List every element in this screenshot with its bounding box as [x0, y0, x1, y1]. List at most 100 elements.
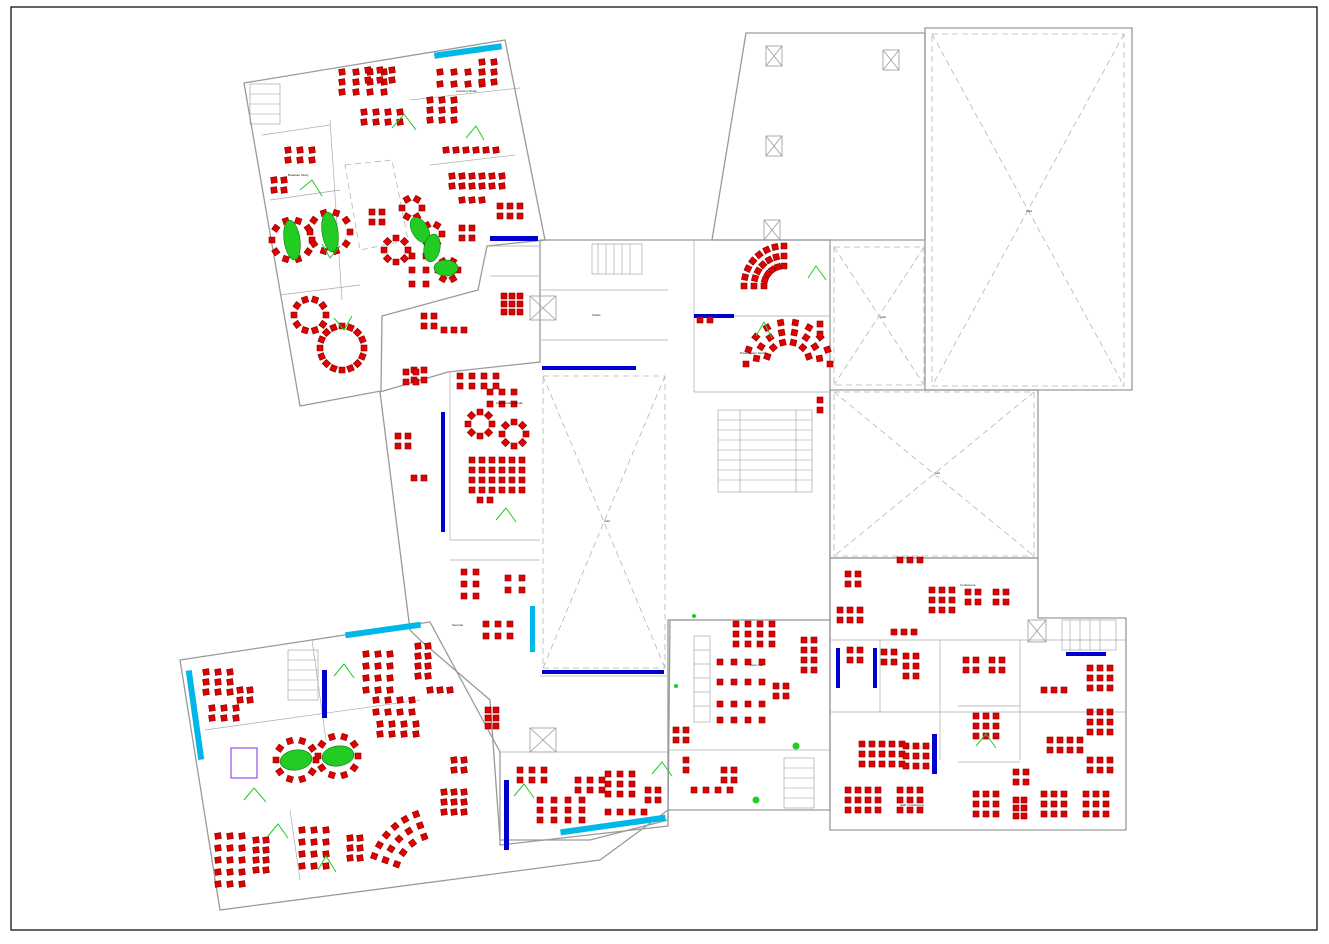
chair [476, 408, 484, 416]
table [283, 219, 301, 261]
chair [743, 264, 753, 274]
chair [782, 682, 790, 690]
shaft-2 [882, 49, 900, 71]
chair [275, 767, 285, 777]
chair [300, 326, 310, 335]
chair [846, 646, 854, 654]
chair [271, 223, 281, 233]
chair [374, 840, 384, 850]
sightline-markers [243, 113, 997, 873]
chair [411, 809, 421, 819]
chair [716, 658, 724, 666]
chair [744, 700, 752, 708]
chair [506, 212, 514, 220]
chair [714, 786, 722, 794]
chair [753, 266, 763, 276]
chair [478, 196, 486, 204]
chair [1096, 708, 1104, 716]
chair [988, 666, 996, 674]
chair [252, 836, 260, 844]
chair [378, 218, 386, 226]
chair [270, 176, 278, 184]
chair [410, 474, 418, 482]
chair [352, 68, 360, 76]
chair [412, 378, 420, 386]
shaft-3 [765, 135, 783, 157]
chair [550, 806, 558, 814]
chair [846, 606, 854, 614]
chair [890, 648, 898, 656]
chair [482, 146, 490, 154]
chair [756, 630, 764, 638]
chair [386, 662, 394, 670]
chair [500, 292, 508, 300]
chair [682, 756, 690, 764]
chair [816, 396, 824, 404]
chair [798, 342, 808, 353]
chair [616, 780, 624, 788]
chair [540, 766, 548, 774]
chair [902, 652, 910, 660]
chair [214, 856, 222, 864]
chair [270, 186, 278, 194]
strip-10 [322, 670, 327, 718]
chair [1106, 766, 1114, 774]
chair [720, 776, 728, 784]
chair [902, 662, 910, 670]
chair [744, 620, 752, 628]
chair [480, 372, 488, 380]
chair [864, 796, 872, 804]
roof-northeast-outline [924, 27, 1133, 391]
chair [578, 796, 586, 804]
chair [468, 382, 476, 390]
chair [1056, 736, 1064, 744]
chair [440, 788, 448, 796]
chair [486, 388, 494, 396]
chair [998, 666, 1006, 674]
chair [644, 796, 652, 804]
chair [478, 486, 486, 494]
chair [890, 658, 898, 666]
chair [974, 588, 982, 596]
chair [672, 736, 680, 744]
strip-16 [873, 648, 877, 688]
chair [310, 838, 318, 846]
chair [346, 844, 354, 852]
chair [482, 632, 490, 640]
chair [760, 282, 768, 290]
chair [298, 838, 306, 846]
table [423, 233, 441, 263]
chair [916, 806, 924, 814]
chair [317, 739, 327, 749]
chair [730, 776, 738, 784]
chair [654, 796, 662, 804]
chair [426, 106, 434, 114]
chair [902, 742, 910, 750]
chair [376, 66, 384, 74]
chair [384, 108, 392, 116]
green-markers [674, 614, 800, 804]
chair [763, 352, 772, 361]
chair [349, 763, 359, 773]
chair [517, 437, 528, 448]
chair [420, 376, 428, 384]
chair [1060, 800, 1068, 808]
chair [912, 652, 920, 660]
chair [388, 730, 396, 738]
chair [376, 720, 384, 728]
chair [1056, 746, 1064, 754]
chair [800, 666, 808, 674]
strip-15 [836, 648, 840, 688]
chair [516, 776, 524, 784]
chair [616, 790, 624, 798]
chair [290, 311, 298, 319]
chair [396, 696, 404, 704]
chair [628, 780, 636, 788]
chair [238, 844, 246, 852]
chair [368, 218, 376, 226]
chair [280, 186, 288, 194]
chair [742, 360, 750, 368]
chair [815, 354, 824, 363]
chair [488, 486, 496, 494]
